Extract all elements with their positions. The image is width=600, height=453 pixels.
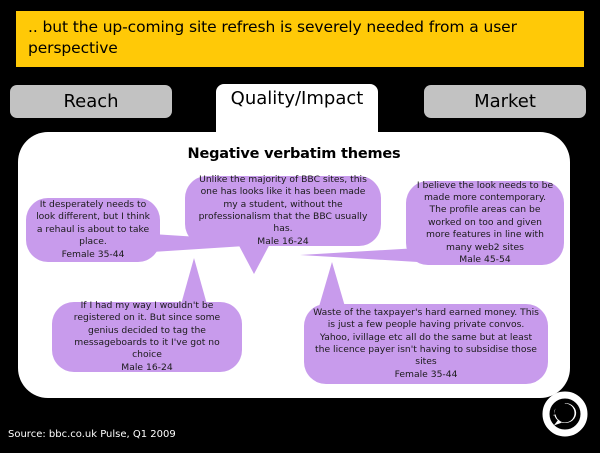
tab-panel-bridge bbox=[216, 126, 378, 142]
quote-attribution: Female 35-44 bbox=[61, 248, 125, 260]
quote-attribution: Male 16-24 bbox=[121, 361, 173, 373]
quote-text: I believe the look needs to be made more… bbox=[416, 179, 554, 253]
tab-reach-label: Reach bbox=[63, 91, 119, 112]
quote-bubble-bottom-left: If I had my way I wouldn't be registered… bbox=[52, 299, 242, 373]
quote-attribution: Female 35-44 bbox=[394, 368, 458, 380]
quote-bubble-top: Unlike the majority of BBC sites, this o… bbox=[185, 173, 381, 247]
bubble-tail-bottomright bbox=[318, 262, 346, 310]
speech-bubble-ring-icon bbox=[542, 391, 588, 437]
quote-attribution: Male 45-54 bbox=[459, 254, 511, 266]
quote-text: Unlike the majority of BBC sites, this o… bbox=[198, 173, 368, 235]
tab-quality-impact-label: Quality/Impact bbox=[230, 88, 364, 109]
quote-text: Waste of the taxpayer's hard earned mone… bbox=[313, 306, 539, 368]
bubble-tail-right bbox=[300, 248, 418, 262]
tab-market-label: Market bbox=[474, 91, 536, 112]
tab-reach[interactable]: Reach bbox=[10, 85, 172, 118]
title-banner: .. but the up-coming site refresh is sev… bbox=[16, 11, 584, 67]
quote-bubble-right: I believe the look needs to be made more… bbox=[406, 179, 564, 266]
panel-heading: Negative verbatim themes bbox=[187, 146, 401, 162]
quote-text: If I had my way I wouldn't be registered… bbox=[73, 299, 221, 361]
source-note: Source: bbc.co.uk Pulse, Q1 2009 bbox=[8, 429, 176, 440]
quote-bubble-left: It desperately needs to look different, … bbox=[26, 198, 160, 262]
tab-market[interactable]: Market bbox=[424, 85, 586, 118]
quote-text: It desperately needs to look different, … bbox=[36, 198, 150, 248]
bubble-tail-bottomleft bbox=[180, 258, 208, 308]
quote-bubble-bottom-right: Waste of the taxpayer's hard earned mone… bbox=[304, 304, 548, 384]
quote-attribution: Male 16-24 bbox=[257, 235, 309, 247]
page-title: .. but the up-coming site refresh is sev… bbox=[28, 18, 517, 57]
